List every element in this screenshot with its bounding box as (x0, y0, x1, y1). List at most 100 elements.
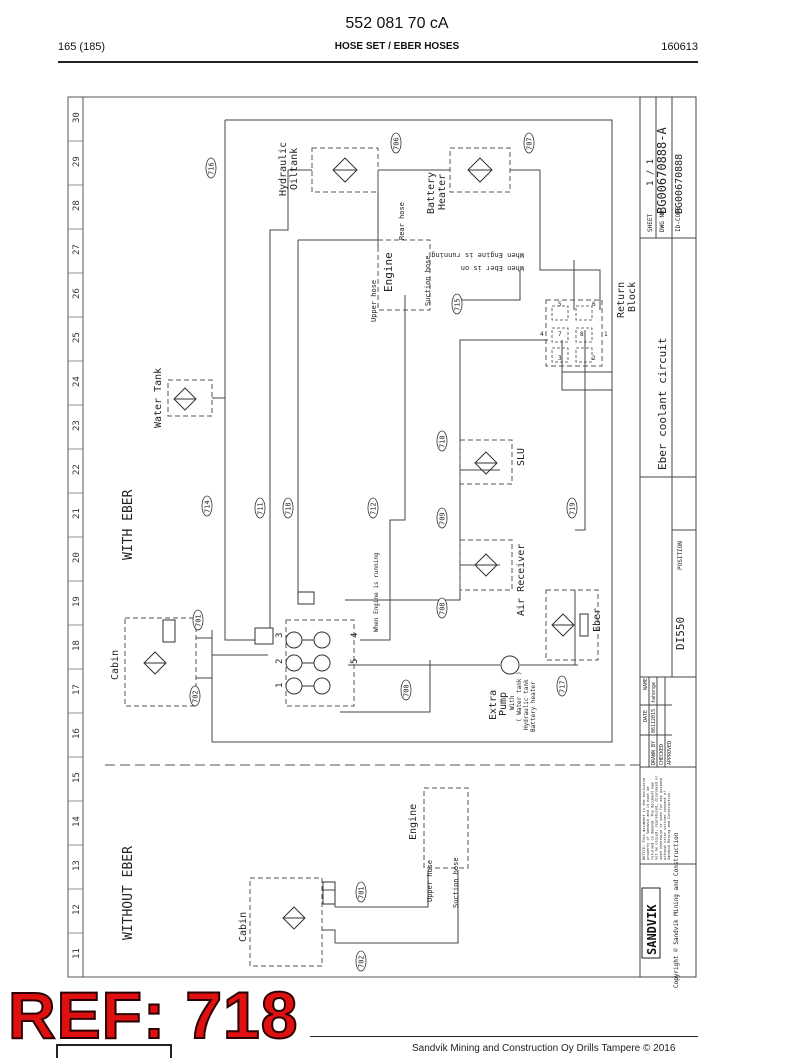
drawn-date: 06112015 (651, 709, 657, 733)
label-when-engine-running-top: When Engine is running (431, 251, 524, 259)
svg-text:718: 718 (285, 502, 293, 515)
callout-710: 710 (436, 430, 448, 452)
label-pump-with: With (509, 695, 516, 710)
label-upper-hose-bottom: Upper hose (426, 860, 434, 902)
valve-number-4: 4 (350, 633, 360, 638)
heat-exchangers (143, 157, 589, 930)
svg-text:702: 702 (192, 690, 200, 703)
block-number: 4 (540, 331, 544, 338)
callout-700: 700 (400, 679, 412, 701)
label-when-engine-running-mid: When Engine is running (373, 552, 380, 632)
block-number: 1 (604, 331, 608, 338)
header-rule (58, 61, 698, 63)
grid-column-label: 21 (72, 508, 82, 519)
grid-column-label: 18 (72, 640, 82, 651)
grid-column-label: 22 (72, 464, 82, 475)
valve-number-3: 3 (275, 633, 285, 638)
idcode-value: BG00670888 (674, 154, 685, 214)
valve-number-5: 5 (350, 659, 360, 664)
callout-714: 714 (201, 495, 213, 517)
callout-701: 701 (192, 609, 204, 631)
label-suction-hose-bottom: Suction hose (452, 857, 460, 908)
notice-line: NOTICE: This document is the exclusive (642, 778, 646, 860)
svg-text:717: 717 (559, 680, 567, 693)
title-block (639, 96, 697, 978)
slu-box (459, 439, 513, 485)
label-cabin-bottom: Cabin (238, 912, 249, 942)
label-engine-bottom: Engine (408, 804, 419, 840)
label-hydraulic: Hydraulic (278, 142, 289, 196)
return-block-box (545, 299, 603, 367)
svg-text:719: 719 (569, 502, 577, 515)
callout-702: 702 (189, 685, 201, 707)
grid-column-label: 17 (72, 684, 82, 695)
sandvik-logo: SANDVIK (645, 904, 659, 955)
cabin-box (124, 617, 197, 707)
label-air-receiver: Air Receiver (516, 544, 527, 616)
label-block: Block (627, 282, 638, 312)
label-upper-hose: Upper hose (370, 280, 378, 322)
label-heater: Heater (437, 174, 448, 210)
valve-number-1: 1 (275, 683, 285, 688)
label-battery: Battery (426, 172, 437, 214)
grid-column-label: 23 (72, 420, 82, 431)
grid-column-label: 29 (72, 156, 82, 167)
svg-text:710: 710 (439, 435, 447, 448)
callout-717: 717 (556, 675, 568, 697)
block-number: 5 (558, 301, 562, 308)
grid-column-label: 26 (72, 288, 82, 299)
grid-column-label: 11 (72, 948, 82, 959)
checked-label: CHECKED (659, 744, 665, 765)
footer-rule (310, 1036, 698, 1037)
callout-719: 719 (566, 497, 578, 519)
callout-711: 711 (254, 497, 266, 519)
svg-text:701: 701 (358, 886, 366, 899)
sheet-label: SHEET (647, 214, 654, 232)
footer-logo-box (56, 1044, 172, 1058)
callout-707: 707 (523, 132, 535, 154)
hydraulic-oiltank-box (311, 147, 379, 193)
grid-column-label: 15 (72, 772, 82, 783)
svg-text:709: 709 (439, 512, 447, 525)
grid-column-label: 20 (72, 552, 82, 563)
label-oiltank: Oiltank (289, 148, 300, 190)
label-cabin: Cabin (110, 650, 121, 680)
without-eber-circuit (322, 870, 459, 944)
label-extra: Extra (488, 690, 499, 720)
label-rear-hose: Rear hose (398, 202, 406, 240)
label-without-eber: WITHOUT EBER (121, 846, 136, 940)
block-number: 2 (592, 355, 596, 362)
svg-text:708: 708 (439, 602, 447, 615)
engine-box-bottom (423, 787, 469, 869)
approved-label: APPROVED (667, 741, 673, 765)
doc-number: 552 081 70 cA (345, 15, 449, 32)
model-name: DI550 (674, 617, 687, 650)
notice-line: not be copied, reproduced, displayed or (655, 775, 659, 860)
grid-column-label: 19 (72, 596, 82, 607)
grid-column-label: 28 (72, 200, 82, 211)
reference-watermark: REF: 718 (7, 978, 299, 1052)
svg-text:715: 715 (454, 298, 462, 311)
svg-text:714: 714 (204, 500, 212, 513)
notice-line: without prior written consent of (663, 791, 667, 860)
callout-709: 709 (436, 507, 448, 529)
svg-text:702: 702 (358, 955, 366, 968)
drawn-by-label: DRAWN BY (651, 741, 657, 765)
date-label: DATE (643, 710, 649, 722)
svg-text:706: 706 (393, 137, 401, 150)
page-number: 165 (185) (58, 41, 106, 53)
block-number: 8 (580, 331, 584, 338)
label-engine: Engine (382, 252, 395, 292)
callout-701: 701 (355, 881, 367, 903)
notice-line: used otherwise or used for any purpose (659, 778, 663, 860)
dwg-label: DWG NR (659, 210, 666, 232)
block-number: 7 (558, 331, 562, 338)
engine-box (377, 239, 431, 311)
svg-text:707: 707 (526, 137, 534, 150)
callout-716: 716 (205, 157, 217, 179)
svg-text:716: 716 (208, 162, 216, 175)
grid-column-label: 16 (72, 728, 82, 739)
valve-block-box (285, 619, 355, 707)
doc-date: 160613 (661, 41, 698, 53)
label-when-eber-on: When Eber is on (461, 264, 524, 272)
